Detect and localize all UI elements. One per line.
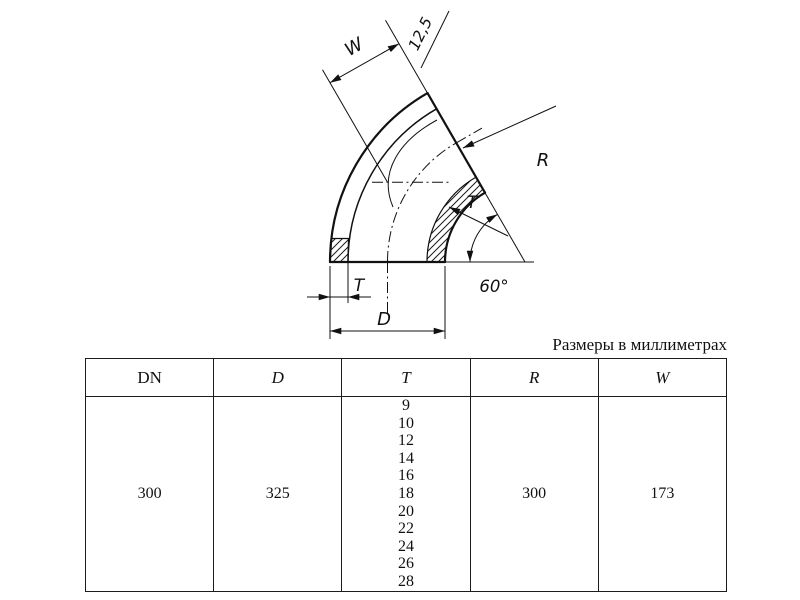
inner-surfaces xyxy=(347,108,437,263)
dimension-lines xyxy=(307,43,557,335)
elbow-diagram: W 12,5 R T 60° T D xyxy=(307,10,557,339)
dim-label-radius: R xyxy=(537,150,550,171)
w-dimension-line xyxy=(329,43,400,84)
w-extension-line xyxy=(322,69,388,183)
dim-label-diameter: D xyxy=(377,309,391,330)
col-header-d: D xyxy=(213,358,343,397)
dim-label-wall-t-bottom: T xyxy=(354,276,366,296)
dim-label-w: W xyxy=(341,33,368,61)
construction-lines xyxy=(322,10,534,339)
table-header-row: DN D T R W xyxy=(84,358,728,397)
cell-dn: 300 xyxy=(84,396,215,592)
cell-w: 173 xyxy=(597,396,728,592)
t-leader-line xyxy=(448,206,509,237)
r-leader-line xyxy=(462,105,557,149)
face-extension-upper xyxy=(385,20,428,94)
end-face-line xyxy=(426,92,487,194)
col-header-dn: DN xyxy=(84,358,215,397)
bore-arc xyxy=(443,191,487,264)
break-line xyxy=(387,119,438,208)
bevel-line xyxy=(420,10,450,69)
centerline-top-axis xyxy=(456,127,483,144)
elbow-outline xyxy=(328,92,487,264)
centerlines xyxy=(372,127,483,316)
section-hatch-outer-wall xyxy=(329,237,350,263)
dim-label-wall-t-upper: T xyxy=(467,193,479,213)
col-header-t: T xyxy=(341,358,471,397)
outer-arc xyxy=(328,92,429,264)
wall-inner-arc xyxy=(347,108,437,263)
col-header-r: R xyxy=(469,358,599,397)
cell-t-values: 9 10 12 14 16 18 20 22 24 26 28 xyxy=(341,396,471,592)
dimensions-table: DN D T R W 300 325 9 10 12 14 16 18 20 2… xyxy=(84,358,728,592)
units-caption: Размеры в миллиметрах xyxy=(552,335,727,354)
table-data-row: 300 325 9 10 12 14 16 18 20 22 24 26 28 … xyxy=(84,396,728,592)
angle-dimension-arc xyxy=(466,213,498,263)
col-header-w: W xyxy=(597,358,728,397)
cell-d: 325 xyxy=(213,396,343,592)
dim-label-angle: 60° xyxy=(479,277,508,296)
face-plane-extension xyxy=(484,192,526,263)
centerline-arc xyxy=(387,142,457,263)
cell-r: 300 xyxy=(469,396,599,592)
